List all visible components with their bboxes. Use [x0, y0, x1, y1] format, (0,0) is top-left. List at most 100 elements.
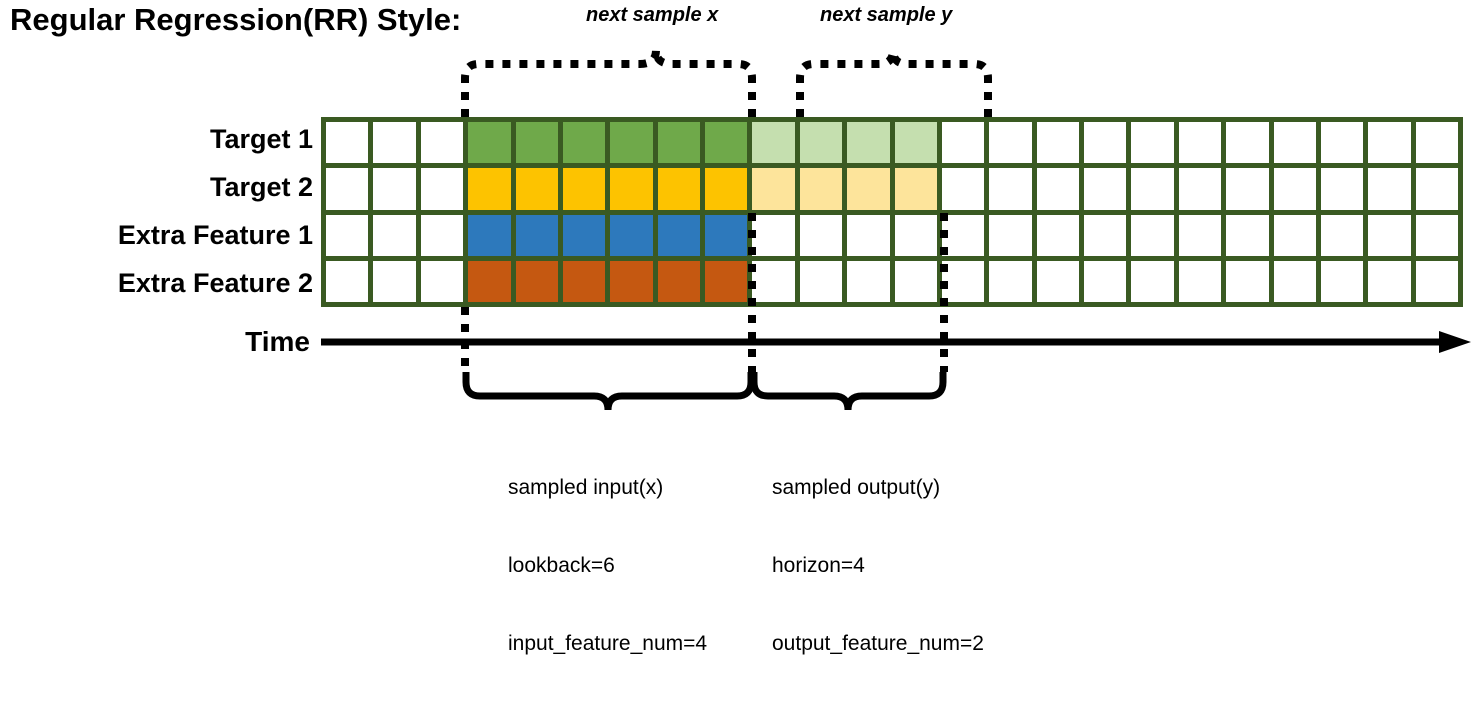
grid-cell — [326, 214, 369, 256]
grid-cell — [989, 214, 1032, 256]
grid-cell — [1320, 214, 1364, 256]
grid-cell — [1084, 168, 1127, 210]
grid-cell — [1320, 168, 1364, 210]
row-label-target-2: Target 2 — [209, 172, 313, 202]
grid-cell — [752, 214, 795, 256]
grid-cell — [562, 168, 606, 210]
grid-cell — [657, 122, 700, 164]
grid-cell — [515, 122, 558, 164]
grid-cell — [1273, 260, 1316, 302]
grid-cell — [894, 260, 937, 302]
grid-cell — [1273, 122, 1316, 164]
grid-cell — [468, 122, 511, 164]
caption-output-line1: sampled output(y) — [772, 476, 941, 499]
grid-cell — [326, 122, 369, 164]
grid-cell — [562, 122, 606, 164]
caption-output-line3: output_feature_num=2 — [772, 632, 984, 655]
grid-cell — [1131, 214, 1174, 256]
grid-cell — [705, 122, 748, 164]
grid-cell — [326, 260, 369, 302]
grid-cell — [989, 122, 1032, 164]
caption-output-line2: horizon=4 — [772, 554, 865, 577]
grid-cell — [610, 168, 653, 210]
grid-cell — [1273, 214, 1316, 256]
row-label-extra-feature-1: Extra Feature 1 — [117, 220, 313, 250]
grid-cell — [799, 122, 843, 164]
grid-cell — [705, 214, 748, 256]
timeline-grid — [321, 117, 1463, 307]
grid-cell — [1036, 214, 1079, 256]
grid-cell — [1415, 168, 1458, 210]
grid-cell — [799, 168, 843, 210]
grid-cell — [1226, 260, 1269, 302]
grid-cell — [1415, 260, 1458, 302]
grid-cell — [1084, 122, 1127, 164]
grid-cell — [1178, 168, 1222, 210]
grid-cell — [1320, 260, 1364, 302]
grid-cell — [468, 168, 511, 210]
grid-cell — [657, 214, 700, 256]
grid-cell — [420, 122, 464, 164]
grid-cell — [799, 214, 843, 256]
grid-cell — [799, 260, 843, 302]
top-brace-label-y: next sample y — [820, 4, 953, 26]
grid-cell — [373, 260, 416, 302]
grid-cell — [1036, 122, 1079, 164]
time-axis-arrow — [321, 331, 1471, 353]
bottom-caption-input: sampled input(x) lookback=6 input_featur… — [508, 423, 707, 709]
top-brace-next-sample-y — [796, 49, 992, 117]
grid-cell — [1084, 214, 1127, 256]
caption-input-line3: input_feature_num=4 — [508, 632, 708, 655]
grid-cell — [468, 214, 511, 256]
grid-cell — [1273, 168, 1316, 210]
caption-input-line1: sampled input(x) — [508, 476, 664, 499]
grid-cell — [941, 260, 985, 302]
grid-cell — [847, 122, 890, 164]
grid-cell — [894, 122, 937, 164]
grid-cell — [1226, 168, 1269, 210]
row-label-target-1: Target 1 — [209, 124, 313, 154]
grid-cell — [847, 260, 890, 302]
grid-cell — [752, 260, 795, 302]
grid-cell — [326, 168, 369, 210]
grid-cell — [1131, 168, 1174, 210]
grid-cell — [1368, 214, 1411, 256]
grid-cell — [705, 168, 748, 210]
grid-cell — [1226, 122, 1269, 164]
grid-cell — [373, 214, 416, 256]
grid-cell — [705, 260, 748, 302]
grid-cell — [1036, 260, 1079, 302]
grid-cell — [610, 122, 653, 164]
grid-cell — [989, 260, 1032, 302]
grid-cell — [468, 260, 511, 302]
grid-cell — [1368, 168, 1411, 210]
grid-cell — [1415, 214, 1458, 256]
grid-cell — [1368, 122, 1411, 164]
grid-cell — [941, 168, 985, 210]
grid-cell — [752, 168, 795, 210]
row-label-column: Target 1 Target 2 Extra Feature 1 Extra … — [50, 117, 313, 307]
grid-cell — [1178, 122, 1222, 164]
grid-cell — [373, 122, 416, 164]
diagram-canvas: Regular Regression(RR) Style: Target 1 T… — [10, 2, 1471, 655]
grid-cell — [1084, 260, 1127, 302]
top-brace-label-x: next sample x — [586, 4, 719, 26]
grid-cell — [1320, 122, 1364, 164]
grid-cell — [1178, 260, 1222, 302]
grid-cell — [989, 168, 1032, 210]
time-axis-label: Time — [245, 326, 310, 357]
grid-cell — [1178, 214, 1222, 256]
grid-cell — [847, 214, 890, 256]
grid-cell — [562, 260, 606, 302]
grid-cell — [752, 122, 795, 164]
grid-cell — [515, 168, 558, 210]
grid-cell — [420, 260, 464, 302]
top-brace-next-sample-x — [461, 49, 756, 117]
bottom-caption-output: sampled output(y) horizon=4 output_featu… — [772, 423, 984, 709]
grid-cell — [894, 168, 937, 210]
grid-cell — [1368, 260, 1411, 302]
grid-cell — [610, 260, 653, 302]
grid-cell — [515, 260, 558, 302]
grid-cell — [894, 214, 937, 256]
bottom-brace-sampled-input — [462, 372, 755, 411]
